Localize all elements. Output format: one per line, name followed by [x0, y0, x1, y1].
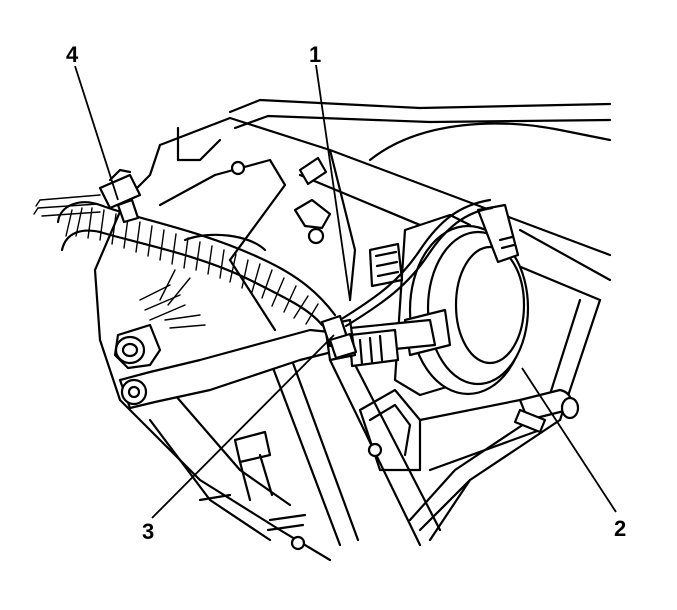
callout-2: 2	[614, 516, 626, 541]
callout-1: 1	[309, 42, 321, 67]
harness-connector	[113, 269, 206, 370]
actuator-body	[368, 203, 530, 397]
top-connector	[33, 168, 142, 224]
leader-3	[151, 334, 335, 519]
callout-4: 4	[66, 42, 79, 67]
callout-leaders	[74, 64, 617, 519]
callout-labels: 1 2 3 4	[66, 42, 626, 544]
support-rods	[233, 353, 442, 551]
wire-harness	[56, 201, 337, 327]
leader-1	[315, 64, 351, 301]
harness-clip	[320, 314, 358, 360]
leader-4	[74, 65, 119, 201]
mounting-bracket	[358, 388, 580, 472]
hvac-case	[93, 116, 357, 562]
actuator-wire	[338, 198, 494, 328]
leader-2	[521, 367, 617, 513]
callout-3: 3	[142, 519, 154, 544]
